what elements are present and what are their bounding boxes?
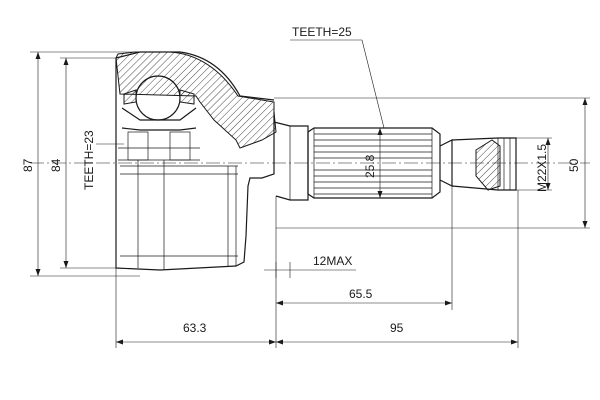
thread-dim: M22X1.5 [516,137,552,192]
teeth-outer-callout: TEETH=25 [290,25,385,129]
dim-87-label: 87 [21,158,35,172]
teeth-outer-label: TEETH=25 [292,25,352,39]
teeth-inner-callout: TEETH=23 [82,130,124,190]
ball-cage [118,75,200,161]
dim-12max: 12MAX [264,254,356,278]
spline-diameter-label: 25.8 [363,154,377,178]
thread-stub [439,137,517,191]
dim-65-5-label: 65.5 [349,287,373,301]
shaft-neck [273,121,309,201]
dim-87: 87 [21,51,140,277]
dim-95-label: 95 [390,321,404,335]
dim-12max-label: 12MAX [313,254,352,268]
dim-65-5: 65.5 [275,186,453,310]
dim-84: 84 [49,57,116,269]
teeth-inner-label: TEETH=23 [82,130,96,190]
dim-63-3-label: 63.3 [183,321,207,335]
spline-diameter-dim: 25.8 [363,128,383,198]
dim-50: 50 [274,97,590,229]
dim-84-label: 84 [49,158,63,172]
splined-shaft [307,127,441,199]
thread-label: M22X1.5 [535,144,549,192]
dim-bottom: 63.3 95 [115,190,519,348]
dim-50-label: 50 [567,158,581,172]
